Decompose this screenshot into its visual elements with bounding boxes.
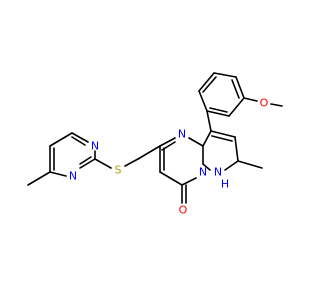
bond [202,163,211,171]
bond [210,130,236,138]
bond [235,76,245,99]
bond [198,72,215,92]
bond [94,158,112,169]
atom-n-ring: N [178,128,186,141]
bond [124,158,139,167]
atom-s-thioether: S [115,164,122,177]
bond [211,135,233,142]
bond [228,97,245,117]
bond [202,130,212,147]
bond [71,136,86,146]
bond [270,103,283,107]
bond [159,137,176,147]
bond [224,160,239,171]
bond [206,110,212,132]
bond [181,177,197,186]
bond [213,72,237,78]
bond [198,90,208,112]
bond [237,160,263,169]
bond [202,76,217,93]
atom-h-on-nitrogen: H [221,178,229,191]
bond [159,171,183,186]
bond [49,132,73,147]
bond [209,107,228,113]
bond [71,132,89,143]
atom-n-pyrimidine-bottom: N [69,170,77,183]
bond [243,97,258,102]
bond [137,145,161,160]
bond [27,171,51,186]
bond [49,171,67,177]
bond [234,136,239,162]
bond [231,79,240,99]
atom-n-bridge: N [199,166,207,179]
bond [188,137,204,147]
bond [206,110,230,117]
atom-n-h: N [214,166,222,179]
bond [79,156,92,165]
molecule-structure: N N S N N N H O O [27,72,283,217]
atom-o-carbonyl: O [179,204,188,217]
bonds [27,72,283,204]
atom-o-methoxy: O [260,97,269,110]
atom-labels: N N S N N N H O O [69,97,269,217]
atom-n-pyrimidine-top: N [91,140,99,153]
bond [79,158,96,169]
